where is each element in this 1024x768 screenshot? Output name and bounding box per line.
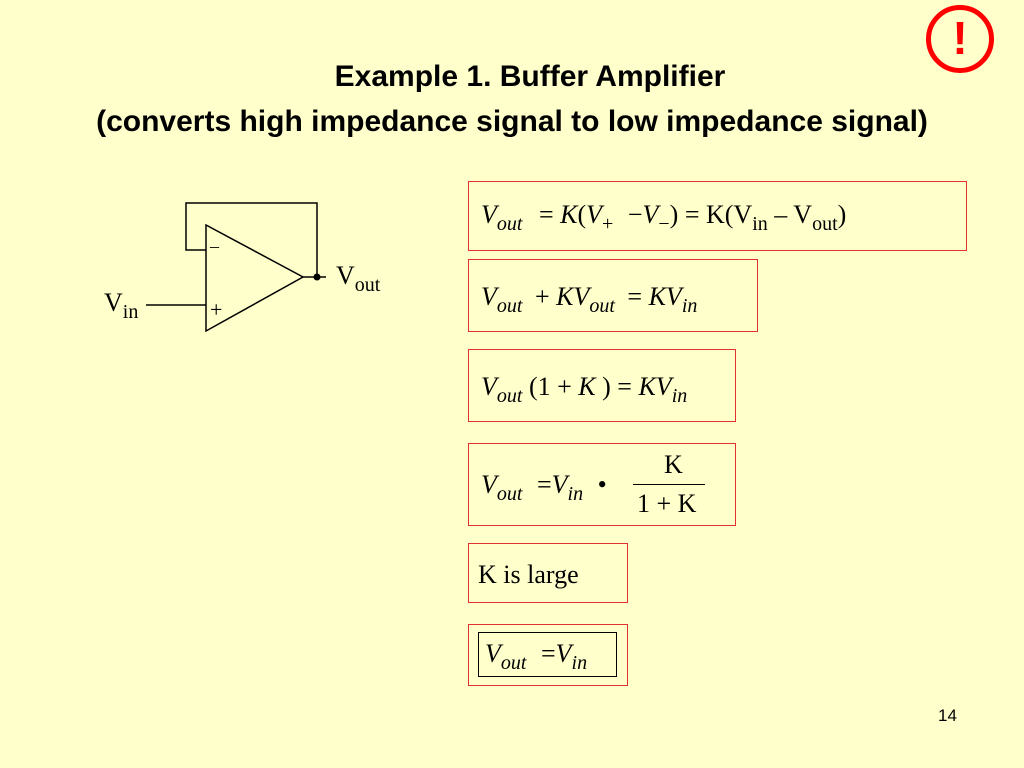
vin-label: Vin — [104, 288, 139, 323]
opamp-minus-label: – — [210, 236, 219, 256]
fraction-denominator: 1 + K — [637, 489, 697, 518]
note-box: K is large — [468, 543, 628, 603]
equation-box-1: Vout = K(V+ −V−) = K(Vin – Vout) — [468, 181, 967, 251]
result-box: Vout =Vin — [468, 624, 628, 686]
page-number: 14 — [938, 706, 957, 725]
slide-title-line2: (converts high impedance signal to low i… — [96, 105, 928, 138]
equation-box-3: Vout (1 + K ) = KVin — [468, 349, 736, 422]
vout-label: Vout — [336, 261, 381, 296]
note-text: K is large — [478, 560, 579, 589]
result-inner-frame — [478, 632, 617, 677]
opamp-triangle — [205, 223, 305, 333]
buffer-amplifier-diagram — [146, 202, 326, 333]
opamp-plus-label: + — [210, 297, 223, 322]
feedback-wire — [185, 202, 318, 277]
equation-box-2: Vout + KVout = KVin — [468, 259, 758, 332]
fraction-bar — [633, 484, 705, 485]
slide-title-line1: Example 1. Buffer Amplifier — [334, 60, 726, 93]
fraction-numerator: K — [664, 450, 683, 479]
warning-icon: ! — [926, 5, 994, 73]
equation-box-4: Vout =Vin • K 1 + K — [468, 443, 736, 526]
output-node — [313, 273, 321, 281]
